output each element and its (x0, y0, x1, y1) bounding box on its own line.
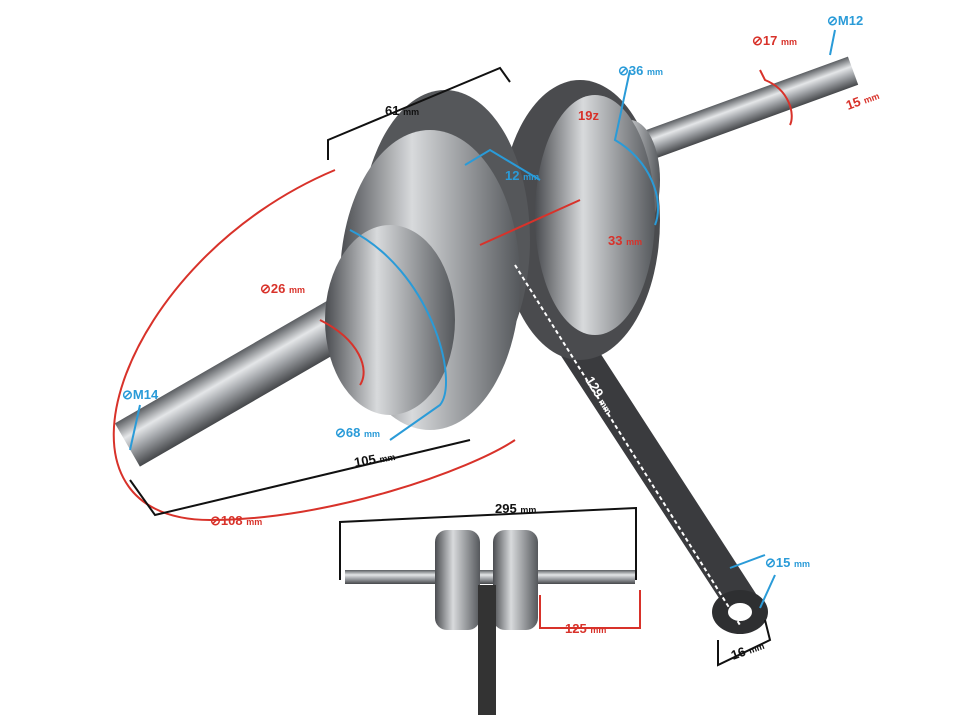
left-shaft (114, 293, 366, 467)
left-length-line (129, 439, 471, 517)
small-end-diameter-line (729, 554, 776, 609)
right-thread-line (829, 29, 836, 56)
left-shaft-diameter-arc (319, 319, 365, 386)
right-thread-label: ⊘M12 (827, 13, 863, 28)
web-diameter-label: ⊘108 mm (210, 513, 262, 528)
right-shaft-diameter-arc (759, 69, 793, 126)
crank-gap-line (464, 148, 541, 181)
web-width-label: 61 mm (385, 103, 419, 118)
rod-length-line (514, 264, 741, 626)
right-shaft (603, 56, 859, 174)
web-diameter-arc (112, 169, 516, 522)
left-thread-label: ⊘M14 (122, 387, 159, 402)
right-bearing (535, 95, 655, 335)
overall-length-label: 295 mm (495, 501, 536, 516)
small-end-diameter-label: ⊘15 mm (765, 555, 810, 570)
right-thread-length-label: 15 mm (844, 87, 881, 113)
gear-teeth-label: 19z (578, 108, 599, 123)
right-shaft-length-label: 125 mm (565, 621, 606, 636)
crank-gap-label: 12 mm (505, 168, 539, 183)
left-shaft-length-label: 105 mm (353, 448, 396, 470)
gear-diameter-label: ⊘36 mm (618, 63, 663, 78)
gear-diameter-line (613, 69, 660, 226)
left-shaft-diameter-label: ⊘26 mm (260, 281, 305, 296)
right-shaft-diameter-label: ⊘17 mm (752, 33, 797, 48)
small-end-width-line (717, 619, 772, 667)
pin-offset-label: 33 mm (608, 233, 642, 248)
web-width-line (327, 66, 511, 160)
inset-crankshaft (345, 530, 635, 715)
left-thread-line (129, 404, 141, 451)
pin-offset-line (479, 199, 581, 246)
overall-length-line (339, 506, 637, 580)
bearing-diameter-label: ⊘68 mm (335, 425, 380, 440)
small-end-width-label: 16 mm (729, 637, 766, 663)
right-length-line (539, 590, 641, 629)
bearing-diameter-arc (349, 229, 447, 441)
left-bearing (325, 225, 455, 415)
